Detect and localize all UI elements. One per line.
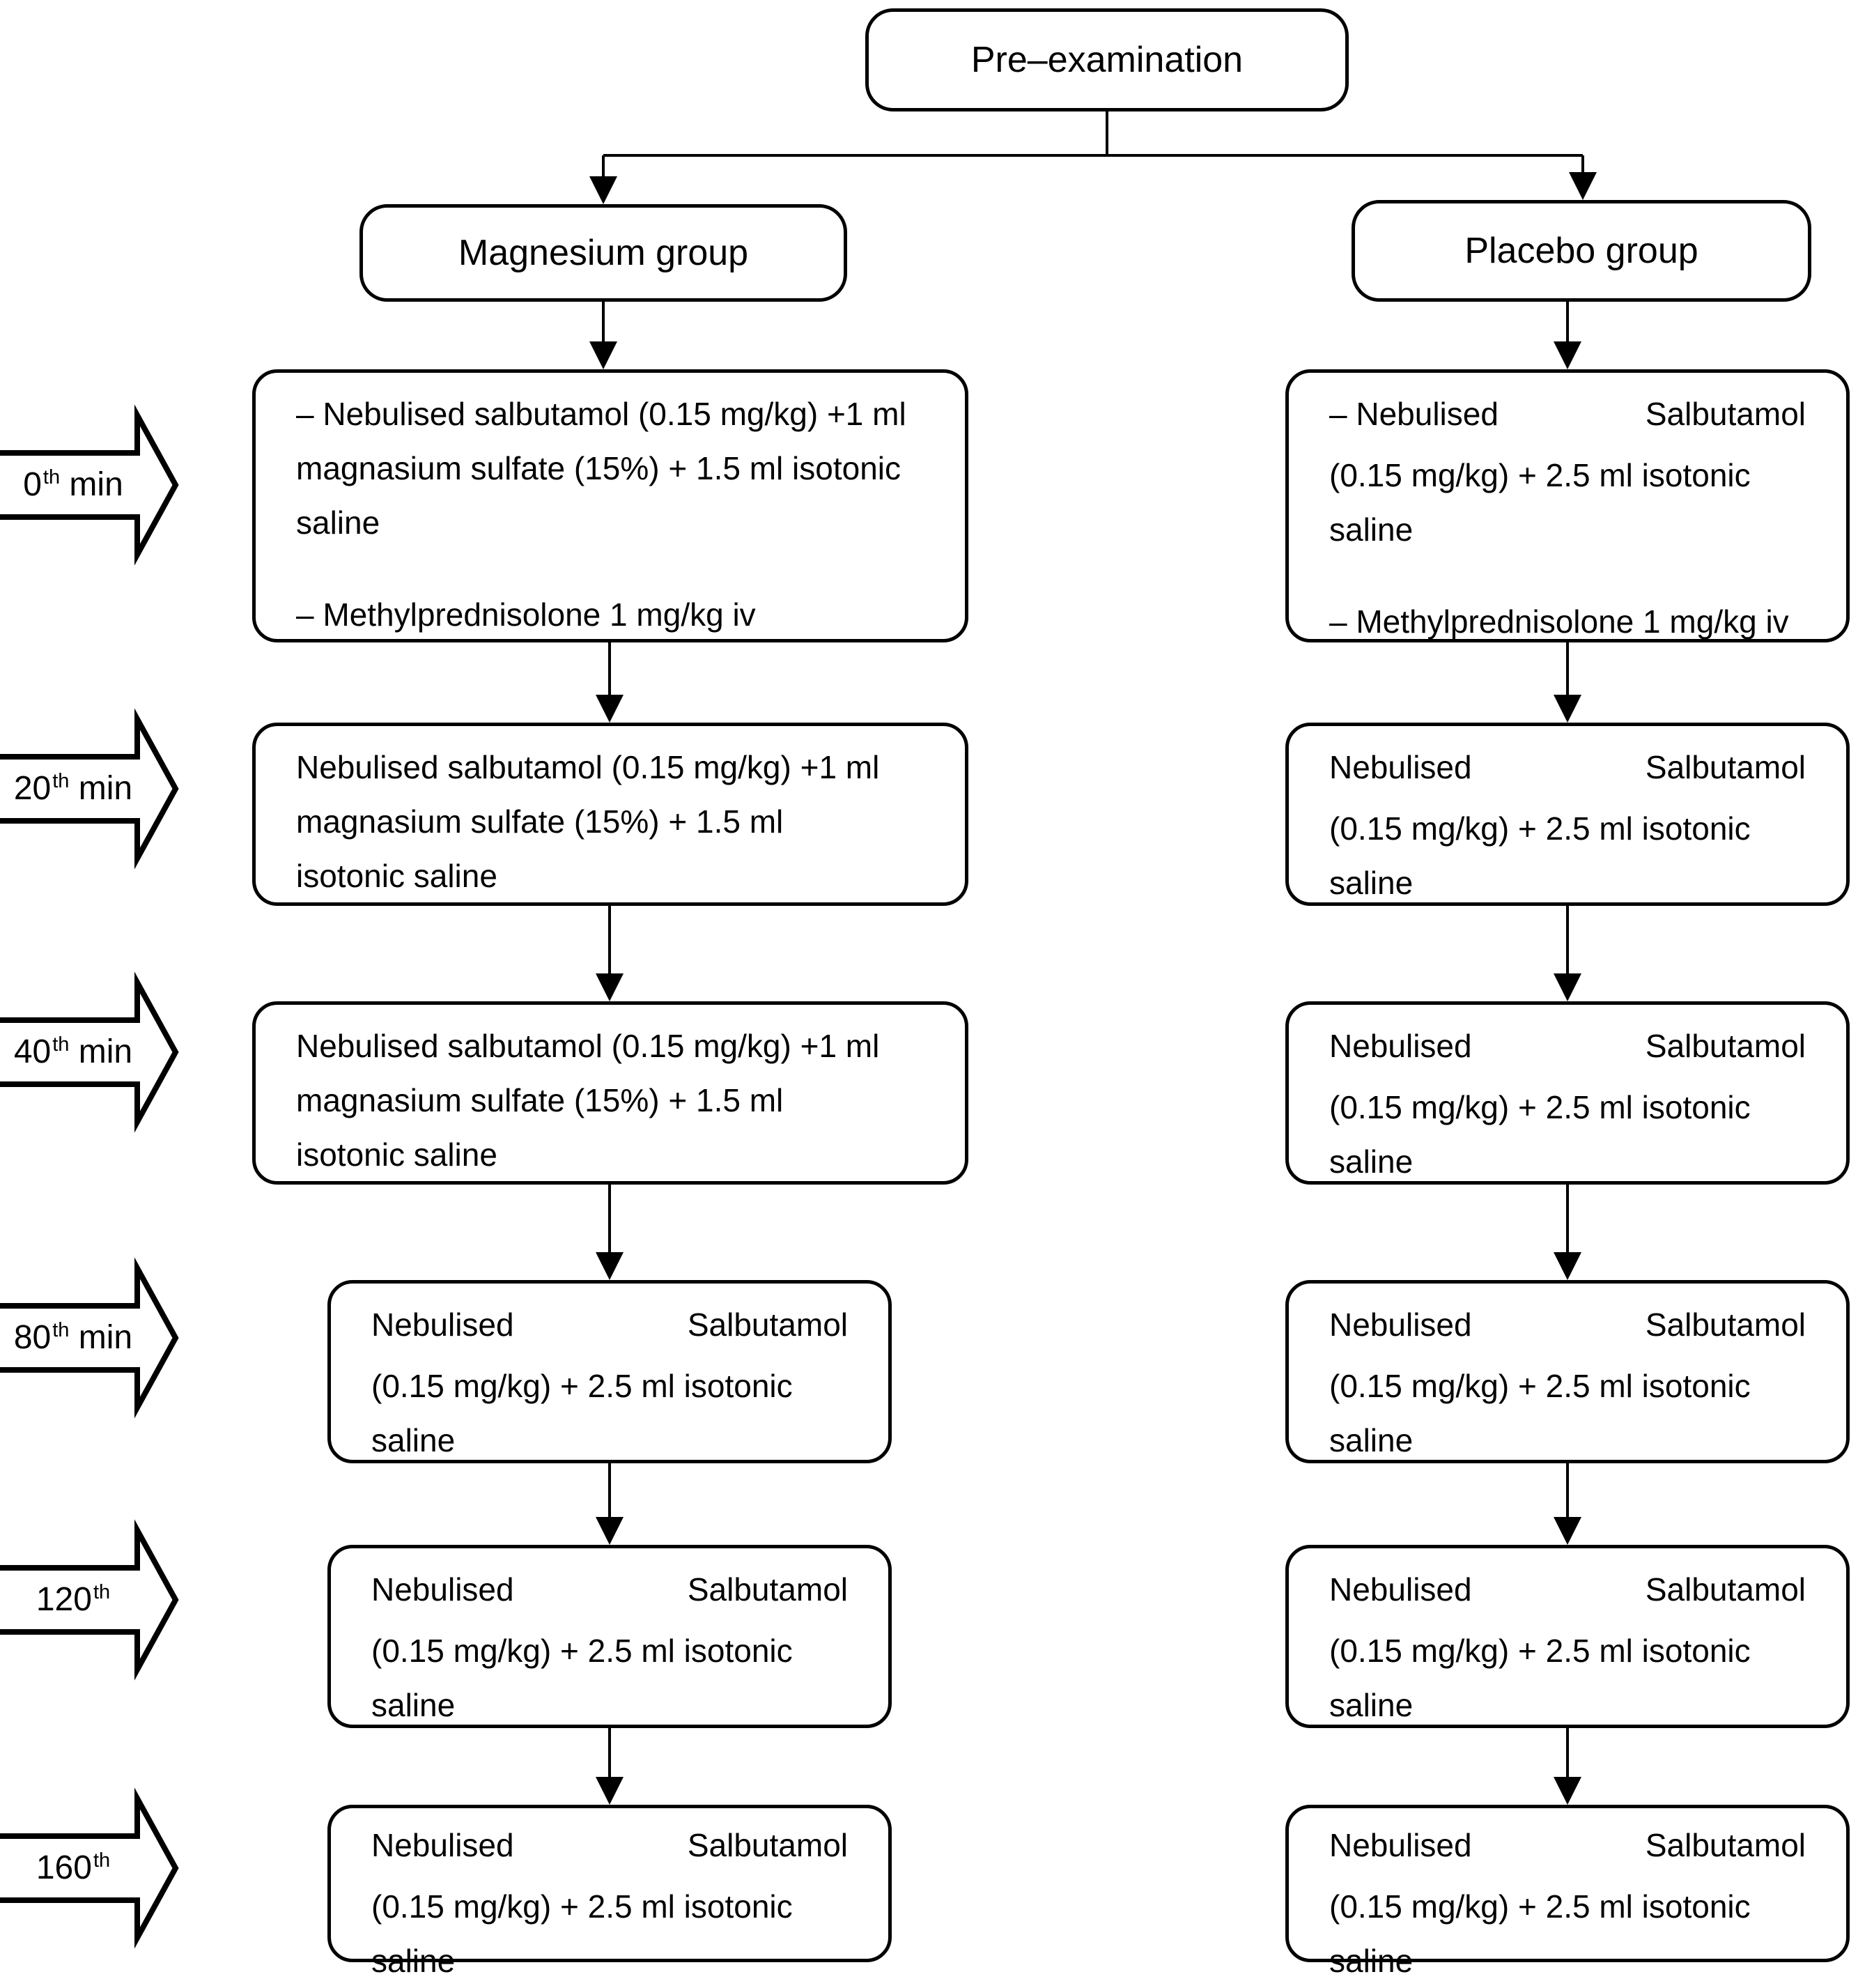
placebo-160min-rest: (0.15 mg/kg) + 2.5 ml isotonic saline — [1329, 1888, 1751, 1979]
connectors-magnesium-column — [602, 302, 611, 1777]
pre-examination-label: Pre–examination — [970, 40, 1244, 80]
timeline-arrow-40min — [0, 971, 179, 1133]
timeline-arrow-160min — [0, 1787, 179, 1949]
mg-box-40min: Nebulised salbutamol (0.15 mg/kg) +1 ml … — [252, 1001, 968, 1185]
timeline-arrow-80min — [0, 1257, 179, 1419]
placebo-20min-line1: Nebulised Salbutamol — [1329, 749, 1806, 785]
placebo-box-40min: Nebulised Salbutamol (0.15 mg/kg) + 2.5 … — [1285, 1001, 1850, 1185]
arrowheads-placebo-column — [1554, 341, 1581, 1805]
mg-0min-item2: – Methylprednisolone 1 mg/kg iv — [296, 596, 756, 633]
mg-120min-rest: (0.15 mg/kg) + 2.5 ml isotonic saline — [371, 1633, 793, 1723]
placebo-20min-rest: (0.15 mg/kg) + 2.5 ml isotonic saline — [1329, 810, 1751, 901]
mg-box-160min: Nebulised Salbutamol (0.15 mg/kg) + 2.5 … — [327, 1805, 892, 1979]
timeline-arrow-20min — [0, 708, 179, 870]
timeline-arrows — [0, 404, 179, 1949]
mg-box-80min: Nebulised Salbutamol (0.15 mg/kg) + 2.5 … — [327, 1280, 892, 1463]
timeline-label-0min: 0th min — [23, 466, 123, 503]
placebo-0min-line1: – Nebulised Salbutamol — [1329, 396, 1806, 432]
mg-160min-rest: (0.15 mg/kg) + 2.5 ml isotonic saline — [371, 1888, 793, 1979]
timeline-arrow-0min — [0, 404, 179, 566]
placebo-80min-line1: Nebulised Salbutamol — [1329, 1307, 1806, 1343]
magnesium-group-box: Magnesium group — [359, 204, 847, 302]
arrowheads-magnesium-column — [589, 341, 624, 1805]
mg-box-120min: Nebulised Salbutamol (0.15 mg/kg) + 2.5 … — [327, 1545, 892, 1728]
placebo-0min-item2: – Methylprednisolone 1 mg/kg iv — [1329, 603, 1789, 640]
timeline-label-160min: 160th — [36, 1849, 111, 1886]
placebo-40min-line1: Nebulised Salbutamol — [1329, 1028, 1806, 1064]
timeline-label-20min: 20th min — [13, 770, 133, 807]
magnesium-group-label: Magnesium group — [458, 233, 749, 273]
mg-box-0min: – Nebulised salbutamol (0.15 mg/kg) +1 m… — [252, 369, 968, 642]
mg-0min-item1: – Nebulised salbutamol (0.15 mg/kg) +1 m… — [296, 396, 906, 541]
placebo-box-20min: Nebulised Salbutamol (0.15 mg/kg) + 2.5 … — [1285, 723, 1850, 906]
mg-box-20min: Nebulised salbutamol (0.15 mg/kg) +1 ml … — [252, 723, 968, 906]
placebo-0min-rest: (0.15 mg/kg) + 2.5 ml isotonic saline — [1329, 457, 1751, 548]
timeline-label-120min: 120th — [36, 1581, 111, 1618]
connector-pre-to-groups — [602, 111, 1584, 176]
placebo-box-120min: Nebulised Salbutamol (0.15 mg/kg) + 2.5 … — [1285, 1545, 1850, 1728]
placebo-80min-rest: (0.15 mg/kg) + 2.5 ml isotonic saline — [1329, 1368, 1751, 1458]
placebo-group-box: Placebo group — [1352, 200, 1811, 302]
mg-120min-line1: Nebulised Salbutamol — [371, 1571, 848, 1608]
arrowheads-pre-to-groups — [589, 172, 1597, 204]
placebo-box-160min: Nebulised Salbutamol (0.15 mg/kg) + 2.5 … — [1285, 1805, 1850, 1979]
placebo-160min-line1: Nebulised Salbutamol — [1329, 1827, 1806, 1863]
placebo-40min-rest: (0.15 mg/kg) + 2.5 ml isotonic saline — [1329, 1089, 1751, 1180]
timeline-label-40min: 40th min — [13, 1033, 133, 1070]
placebo-box-80min: Nebulised Salbutamol (0.15 mg/kg) + 2.5 … — [1285, 1280, 1850, 1463]
placebo-120min-rest: (0.15 mg/kg) + 2.5 ml isotonic saline — [1329, 1633, 1751, 1723]
timeline-arrow-120min — [0, 1519, 179, 1681]
timeline-label-80min: 80th min — [13, 1319, 133, 1356]
mg-80min-rest: (0.15 mg/kg) + 2.5 ml isotonic saline — [371, 1368, 793, 1458]
placebo-box-0min: – Nebulised Salbutamol (0.15 mg/kg) + 2.… — [1285, 369, 1850, 642]
placebo-120min-line1: Nebulised Salbutamol — [1329, 1571, 1806, 1608]
placebo-group-label: Placebo group — [1464, 231, 1698, 271]
mg-40min-text: Nebulised salbutamol (0.15 mg/kg) +1 ml … — [296, 1028, 880, 1173]
pre-examination-box: Pre–examination — [865, 8, 1349, 111]
mg-80min-line1: Nebulised Salbutamol — [371, 1307, 848, 1343]
mg-20min-text: Nebulised salbutamol (0.15 mg/kg) +1 ml … — [296, 749, 880, 894]
mg-160min-line1: Nebulised Salbutamol — [371, 1827, 848, 1863]
